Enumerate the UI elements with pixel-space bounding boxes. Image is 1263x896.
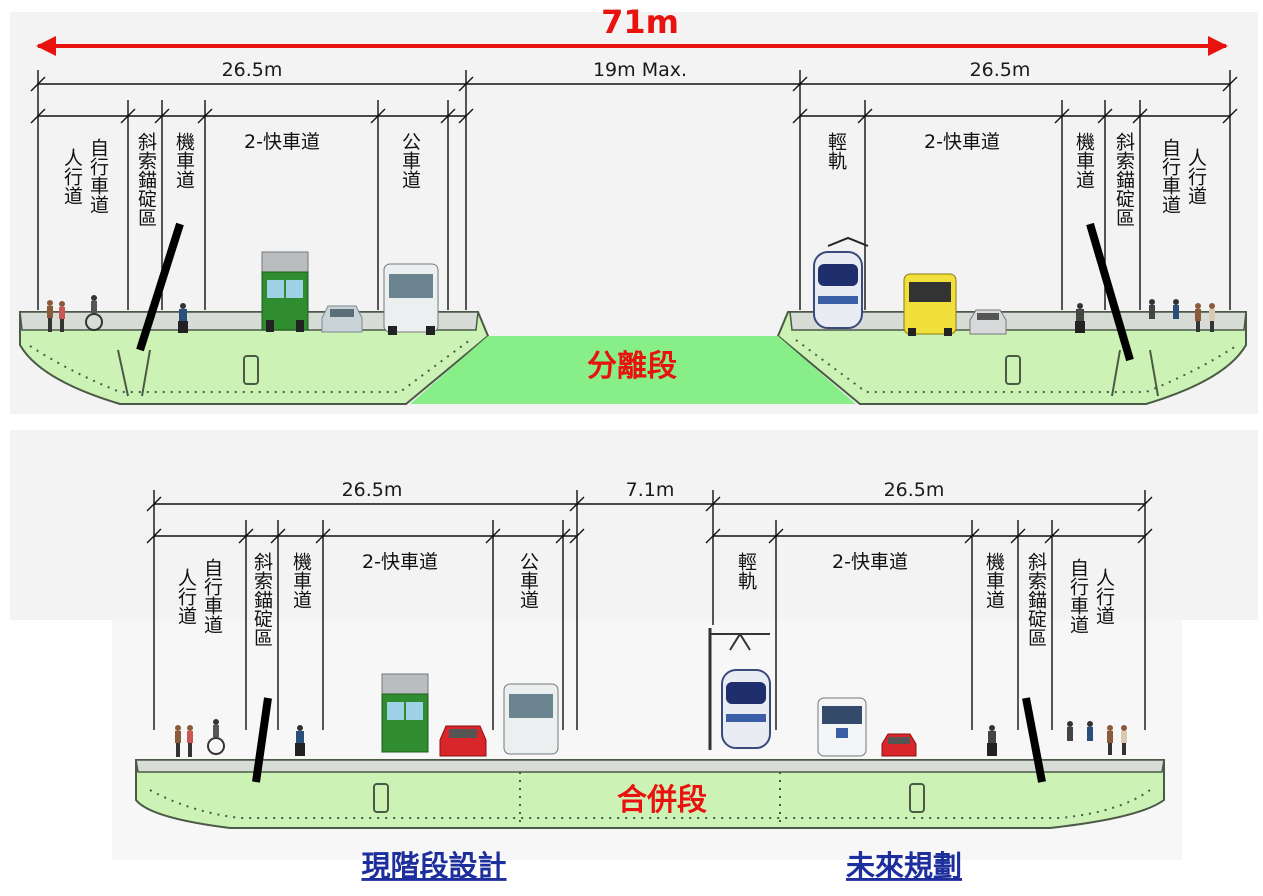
bottom-lane-anchor-r: 斜索錨碇區 bbox=[1025, 552, 1047, 647]
bottom-lane-bicycle: 自行車道 bbox=[201, 558, 223, 634]
top-lane-lightrail: 輕軌 bbox=[825, 132, 847, 170]
top-lane-bicycle: 自行車道 bbox=[87, 138, 109, 214]
bottom-dim-right: 26.5m bbox=[884, 479, 945, 501]
top-lane-anchor-r: 斜索錨碇區 bbox=[1113, 132, 1135, 227]
cyclist-icon bbox=[207, 719, 225, 755]
top-lane-bicycle-r: 自行車道 bbox=[1159, 138, 1181, 214]
bottom-lane-motorcycle: 機車道 bbox=[290, 552, 312, 609]
top-lane-pedestrian: 人行道 bbox=[61, 148, 83, 205]
bottom-panel-bg bbox=[10, 430, 1258, 620]
car-icon bbox=[969, 309, 1007, 335]
bottom-lane-bicycle-r: 自行車道 bbox=[1067, 558, 1089, 634]
top-lane-fast: 2-快車道 bbox=[244, 131, 320, 153]
top-lane-pedestrian-r: 人行道 bbox=[1185, 148, 1207, 205]
light-rail-icon bbox=[813, 236, 869, 329]
bus-icon bbox=[903, 273, 957, 336]
top-lane-motorcycle: 機車道 bbox=[173, 132, 195, 189]
car-icon bbox=[881, 733, 917, 757]
pedestrian-icon bbox=[175, 725, 193, 757]
cable-anchor-icon bbox=[1022, 697, 1046, 783]
pedestrian-icon bbox=[1149, 299, 1215, 332]
bottom-dim-middle: 7.1m bbox=[626, 479, 675, 501]
top-dim-middle: 19m Max. bbox=[593, 59, 687, 81]
light-rail-icon bbox=[708, 628, 771, 750]
motorcycle-icon bbox=[1075, 303, 1085, 333]
cyclist-icon bbox=[85, 295, 103, 331]
bottom-dimension-lines bbox=[146, 490, 1153, 730]
footer-future-plan: 未來規劃 bbox=[846, 849, 962, 883]
pedestrian-icon bbox=[1067, 721, 1127, 755]
bottom-lane-lightrail: 輕軌 bbox=[735, 552, 757, 590]
bottom-lane-fast-r: 2-快車道 bbox=[832, 551, 908, 573]
truck-icon bbox=[381, 673, 429, 753]
truck-icon bbox=[261, 251, 309, 332]
top-dimension-lines bbox=[30, 70, 1238, 310]
top-lane-bus: 公車道 bbox=[399, 132, 421, 189]
car-icon bbox=[439, 725, 487, 757]
bottom-dim-left: 26.5m bbox=[342, 479, 403, 501]
top-segment-label: 分離段 bbox=[587, 349, 677, 384]
top-lane-motorcycle-r: 機車道 bbox=[1073, 132, 1095, 189]
top-lane-fast-r: 2-快車道 bbox=[924, 131, 1000, 153]
footer-current-design: 現階段設計 bbox=[361, 849, 506, 883]
top-dim-left: 26.5m bbox=[222, 59, 283, 81]
top-lane-anchor: 斜索錨碇區 bbox=[135, 132, 157, 227]
bottom-segment-label: 合併段 bbox=[617, 783, 707, 818]
bottom-lane-fast: 2-快車道 bbox=[362, 551, 438, 573]
top-median-gap bbox=[410, 336, 856, 404]
bottom-lane-pedestrian-r: 人行道 bbox=[1093, 568, 1115, 625]
bottom-deck bbox=[135, 759, 1165, 829]
bottom-lane-motorcycle-r: 機車道 bbox=[983, 552, 1005, 609]
cable-anchor-icon bbox=[1086, 222, 1134, 362]
pedestrian-icon bbox=[47, 300, 65, 332]
motorcycle-icon bbox=[987, 725, 997, 756]
bottom-lane-bus: 公車道 bbox=[517, 552, 539, 609]
motorcycle-icon bbox=[178, 303, 188, 333]
top-dim-right: 26.5m bbox=[970, 59, 1031, 81]
bus-icon bbox=[817, 697, 867, 757]
bottom-lane-anchor: 斜索錨碇區 bbox=[251, 552, 273, 647]
total-width-label: 71m bbox=[601, 3, 679, 41]
motorcycle-icon bbox=[295, 725, 305, 756]
cable-anchor-icon bbox=[252, 697, 272, 783]
bus-icon bbox=[383, 263, 439, 335]
bus-icon bbox=[503, 683, 559, 755]
top-left-deck bbox=[19, 311, 490, 405]
cable-anchor-icon bbox=[136, 222, 184, 352]
bottom-lane-pedestrian: 人行道 bbox=[175, 568, 197, 625]
car-icon bbox=[321, 305, 363, 333]
